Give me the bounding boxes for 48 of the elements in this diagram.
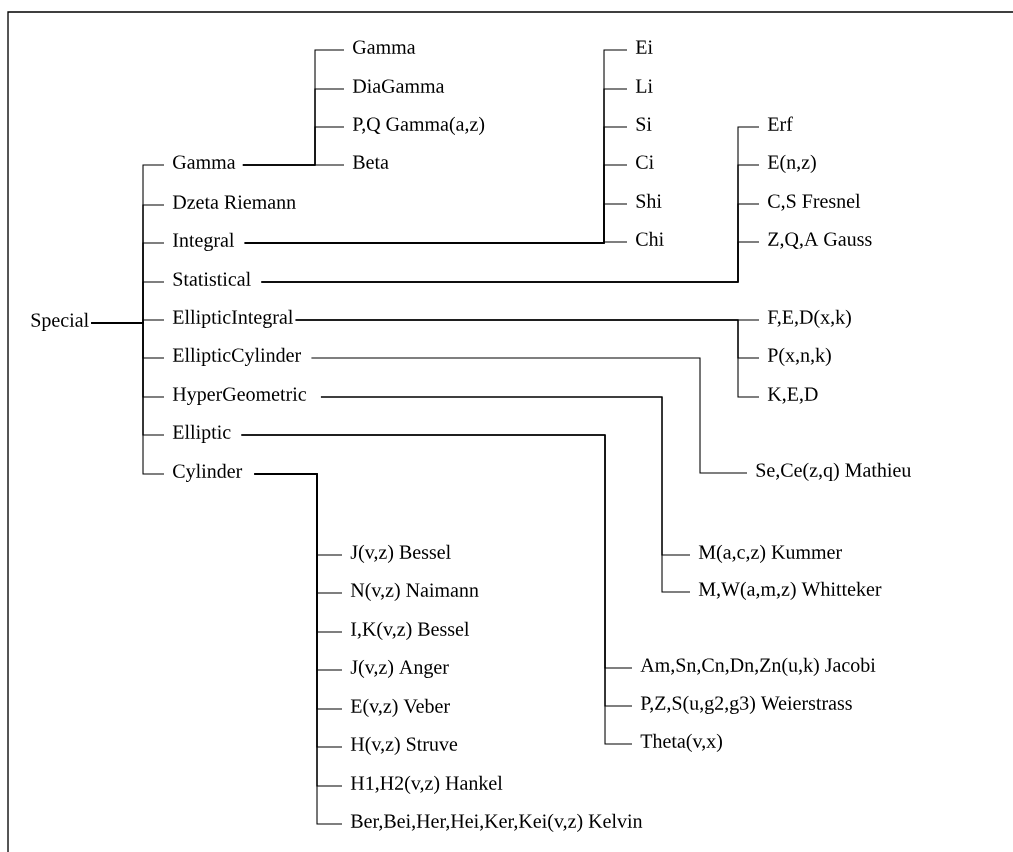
tree-label: Theta(v,x) <box>640 733 722 752</box>
tree-label: Beta <box>352 155 389 169</box>
tree-connector <box>310 357 748 474</box>
tree-label: EllipticCylinder <box>172 347 301 366</box>
tree-label: Shi <box>636 193 662 208</box>
tree-label: Li <box>635 79 653 93</box>
tree-label: H1,H2(v,z) Hankel <box>350 775 503 794</box>
tree-label: M(a,c,z) Kummer <box>698 544 842 563</box>
tree-label: P(x,n,k) <box>767 347 831 366</box>
tree-label: Statistical <box>173 271 251 286</box>
tree-label: H(v,z) Struve <box>350 736 458 755</box>
tree-connector <box>295 319 760 398</box>
tree-label: DiaGamma <box>352 79 445 93</box>
tree-label: E(v,z) Veber <box>350 698 450 717</box>
tree-label: Gamma <box>173 155 236 169</box>
tree-connector <box>320 396 691 593</box>
tree-label: P,Q Gamma(a,z) <box>352 116 485 135</box>
tree-label: Integral <box>173 232 235 251</box>
tree-label: F,E,D(x,k) <box>767 309 851 328</box>
tree-label: K,E,D <box>767 387 818 404</box>
tree-label: Dzeta Riemann <box>172 195 296 209</box>
tree-label: C,S Fresnel <box>768 193 861 211</box>
tree-label: Special <box>31 312 89 331</box>
tree-label: EllipticIntegral <box>172 309 293 328</box>
tree-label: HyperGeometric <box>172 387 307 405</box>
tree-label: Se,Ce(z,q) Mathieu <box>756 462 911 481</box>
tree-connector <box>244 241 628 244</box>
tree-label: Elliptic <box>172 424 231 443</box>
tree-label: N(v,z) Naimann <box>350 582 479 601</box>
tree-label: Ber,Bei,Her,Hei,Ker,Kei(v,z) Kelvin <box>350 813 643 832</box>
tree-label: Chi <box>636 231 664 246</box>
tree-label: Erf <box>767 116 793 131</box>
tree-label: J(v,z) Anger <box>350 659 449 678</box>
tree-connector <box>90 322 165 475</box>
tree-label: Gamma <box>353 40 416 54</box>
tree-label: M,W(a,m,z) Whitteker <box>698 581 882 600</box>
tree-label: J(v,z) Bessel <box>350 544 451 563</box>
tree-connector <box>260 241 760 283</box>
tree-label: P,Z,S(u,g2,g3) Weierstrass <box>640 695 852 714</box>
tree-label: E(n,z) <box>767 154 816 173</box>
tree-connector <box>242 164 345 166</box>
tree-label: Si <box>636 117 652 131</box>
tree-label: Am,Sn,Cn,Dn,Zn(u,k) Jacobi <box>640 657 876 676</box>
tree-label: Ei <box>635 40 653 54</box>
tree-label: Ci <box>636 155 654 169</box>
tree-label: Cylinder <box>173 463 243 482</box>
tree-label: Z,Q,A Gauss <box>768 232 872 249</box>
tree-label: I,K(v,z) Bessel <box>351 621 470 640</box>
